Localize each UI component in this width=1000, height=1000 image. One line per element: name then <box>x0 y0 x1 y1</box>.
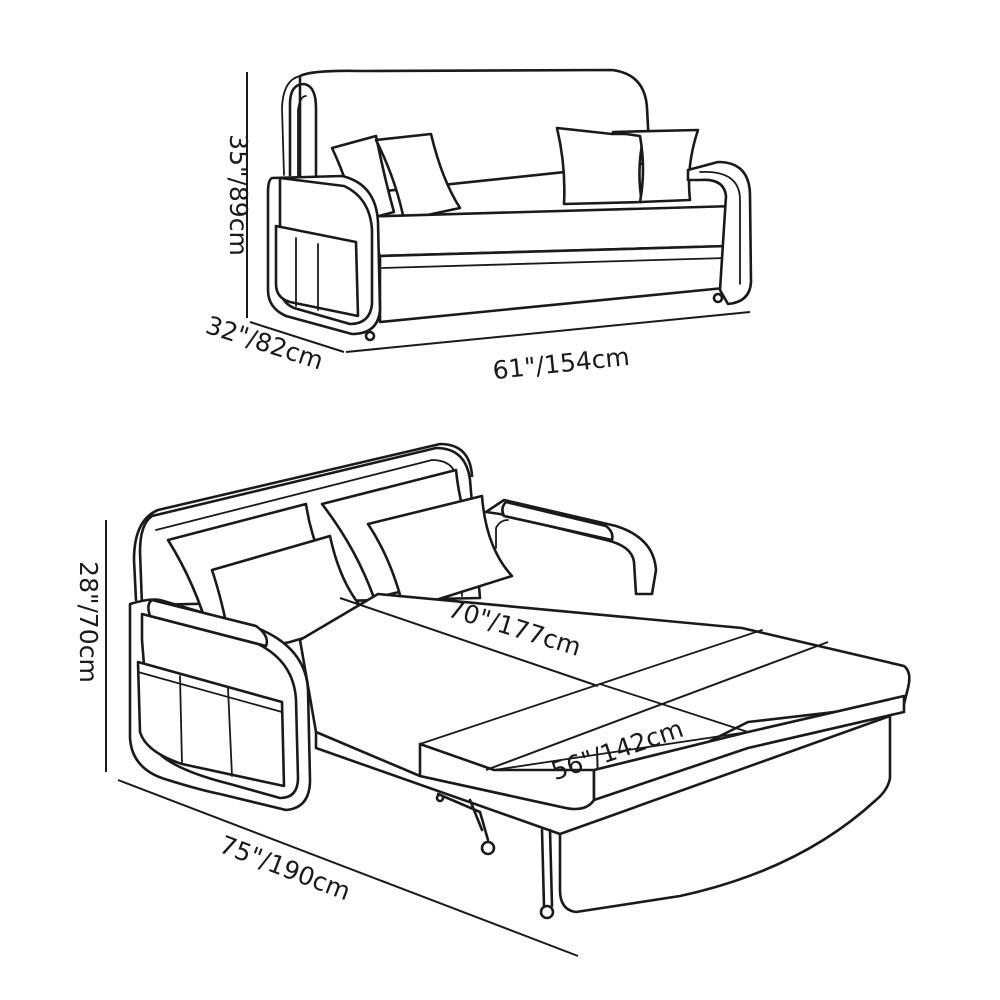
bed-height-label: 28"/70cm <box>74 561 103 683</box>
bed-dimension-lines <box>105 520 829 957</box>
sofa-right-armrest-inner <box>699 171 741 285</box>
sofa-base <box>378 244 730 324</box>
bed-backrest-outline <box>132 442 474 602</box>
bed-pocket-top <box>137 671 283 713</box>
bed-mattress-length-line <box>339 597 599 687</box>
bed-caster-front <box>539 904 555 920</box>
bed-mattress-seam-3 <box>419 683 601 745</box>
bed-right-armrest-inner <box>495 519 509 549</box>
bed-illustration <box>128 442 911 920</box>
sofa-dimension-lines <box>246 72 751 353</box>
bed-pocket-divider-2 <box>227 687 233 777</box>
bed-pillow-4 <box>366 494 514 612</box>
sofa-cushion-3 <box>555 126 646 206</box>
sofa-depth-line <box>249 321 345 353</box>
bed-lower-base <box>558 714 892 914</box>
bed-front-leg <box>540 828 546 908</box>
sofa-side-pocket <box>274 224 360 318</box>
bed-mattress-seam-2 <box>599 683 749 733</box>
bed-front-leg-2 <box>548 828 554 908</box>
bed-extension-side <box>592 694 906 802</box>
sofa-width-label: 61"/154cm <box>491 342 631 385</box>
bed-right-armrest-pad <box>501 500 614 542</box>
bed-mechanism-pin <box>435 793 445 803</box>
bed-pocket-divider-1 <box>179 675 183 765</box>
bed-mechanism-arm <box>436 792 490 842</box>
sofa-illustration <box>266 68 753 342</box>
sofa-height-label: 35"/89cm <box>224 134 253 256</box>
sofa-left-frame-loop <box>288 82 318 224</box>
bed-mattress-seam-1 <box>599 629 763 685</box>
sofa-width-line <box>345 311 751 353</box>
bed-length-label: 75"/190cm <box>216 830 355 906</box>
bed-caster-middle <box>480 840 496 856</box>
sofa-left-frame-loop-inner <box>297 95 307 211</box>
sofa-right-armrest <box>686 160 753 306</box>
bed-left-armrest-pad <box>147 598 269 648</box>
bed-mattress-seam-4 <box>493 731 749 771</box>
sofa-base-line <box>381 257 727 269</box>
bed-mattress-width-line <box>485 641 829 771</box>
sofa-backrest-inner <box>281 75 301 176</box>
sofa-cushion-1 <box>330 134 396 224</box>
bed-mechanism-arm-2 <box>468 798 484 832</box>
sofa-caster-right <box>712 292 724 304</box>
bed-bottom-rail <box>314 730 562 836</box>
bed-side-pocket <box>136 660 286 788</box>
sofa-cushion-4 <box>611 128 700 204</box>
sofa-caster-left <box>364 330 376 342</box>
bed-length-line <box>117 779 579 957</box>
